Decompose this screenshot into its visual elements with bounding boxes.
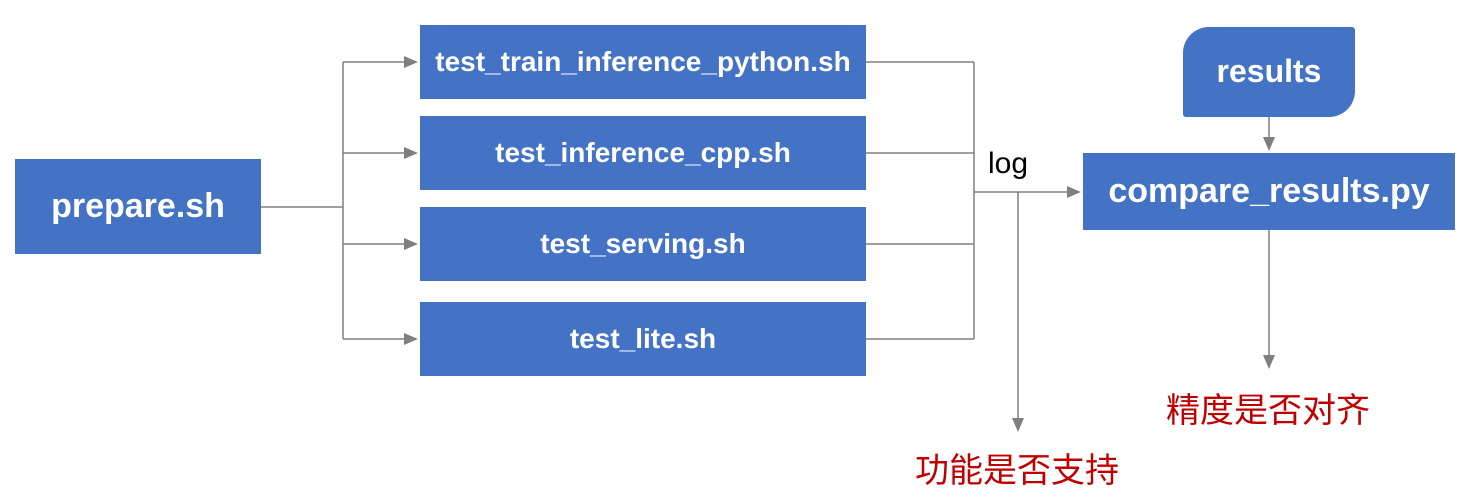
node-results: results bbox=[1183, 27, 1355, 117]
log-edges bbox=[974, 186, 1081, 432]
node-prepare-sh: prepare.sh bbox=[15, 159, 261, 254]
edge-label-log: log bbox=[988, 147, 1029, 180]
node-test-serving-sh: test_serving.sh bbox=[420, 207, 866, 281]
annotation-accuracy-aligned: 精度是否对齐 bbox=[1166, 392, 1370, 430]
node-test-lite-sh: test_lite.sh bbox=[420, 302, 866, 376]
collector-edges bbox=[866, 61, 975, 340]
node-test-inference-cpp-sh: test_inference_cpp.sh bbox=[420, 116, 866, 190]
node-test-train-inference-python-sh: test_train_inference_python.sh bbox=[420, 25, 866, 99]
annotation-function-support: 功能是否支持 bbox=[915, 452, 1119, 490]
fanout-edges bbox=[261, 56, 418, 345]
node-compare-results-py: compare_results.py bbox=[1083, 153, 1455, 230]
